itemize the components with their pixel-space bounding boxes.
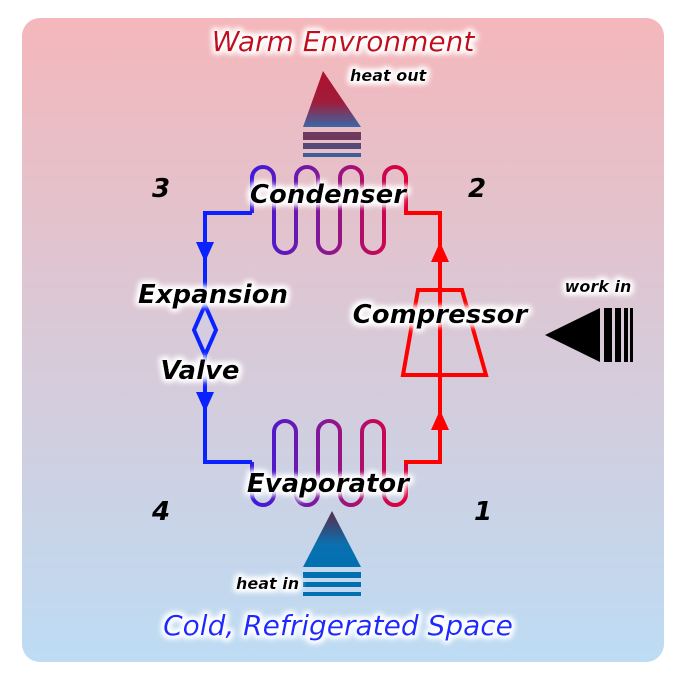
compressor-icon [400, 288, 489, 377]
flow-arrow-down-icon [196, 392, 214, 412]
hot-pipe [404, 211, 442, 464]
background-panel [22, 18, 664, 662]
evaporator-coil [250, 419, 408, 507]
heat-out-label: heat out [350, 66, 428, 85]
expansion-label: Expansion [138, 280, 288, 310]
work-in-label: work in [565, 277, 632, 296]
valve-label: Valve [160, 356, 239, 386]
compressor-label: Compressor [353, 300, 530, 330]
heat-in-label: heat in [236, 574, 299, 593]
state-1-label: 1 [474, 497, 492, 527]
state-2-label: 2 [468, 174, 486, 204]
heat-out-arrow-icon [303, 71, 361, 157]
work-in-arrow-icon [545, 308, 633, 362]
heat-in-arrow-icon [303, 511, 361, 596]
evaporator-label: Evaporator [247, 469, 411, 499]
condenser-label: Condenser [250, 180, 408, 210]
state-4-label: 4 [151, 497, 170, 527]
cold-space-label: Cold, Refrigerated Space [163, 609, 513, 642]
state-3-label: 3 [152, 174, 170, 204]
condenser-coil [250, 165, 408, 255]
flow-arrow-up-icon [431, 410, 449, 430]
flow-arrow-down-icon [196, 242, 214, 262]
expansion-valve-icon [191, 300, 219, 360]
warm-environment-label: Warm Envronment [212, 25, 476, 58]
flow-arrow-up-icon [431, 242, 449, 262]
